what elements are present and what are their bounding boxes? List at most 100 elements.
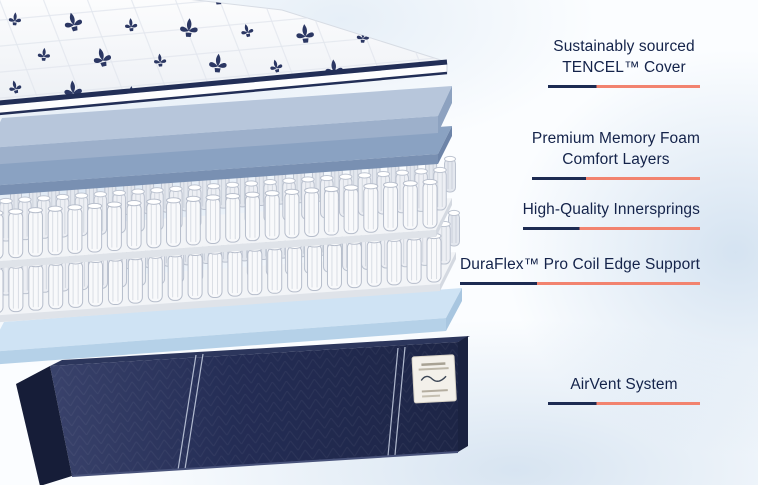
innerspring-coil — [227, 246, 243, 297]
innerspring-coil — [87, 202, 103, 253]
coil-top — [126, 200, 142, 207]
fleur-motif — [269, 0, 282, 5]
innerspring-coil — [304, 187, 320, 237]
coil-top — [18, 196, 32, 203]
innerspring-coil — [126, 200, 142, 250]
fleur-motif — [472, 35, 485, 49]
coil-top — [433, 166, 447, 174]
coil-body — [363, 185, 379, 233]
fleur-motif — [325, 0, 344, 11]
coil-body — [346, 241, 362, 289]
coil-top — [383, 181, 399, 188]
coil-top — [166, 197, 182, 204]
coil-body — [107, 258, 123, 306]
coil-top — [146, 198, 162, 205]
coil-top — [47, 205, 63, 212]
innerspring-coil — [127, 254, 143, 304]
callout-innersprings: High-Quality Innersprings — [522, 199, 700, 230]
innerspring-coil — [167, 251, 183, 301]
base-bottom-piping — [71, 451, 459, 477]
fleur-motif — [64, 12, 83, 32]
brand-tag-signature — [420, 375, 447, 382]
brand-tag-text-line — [418, 367, 449, 371]
coil-body — [88, 259, 104, 307]
coil-top — [187, 184, 202, 191]
innerspring-coil — [307, 241, 323, 291]
fleur-motif-path — [37, 47, 50, 61]
callout-text-line: DuraFlex™ Pro Coil Edge Support — [459, 256, 700, 273]
coil-body — [307, 243, 323, 291]
coil-body — [185, 198, 201, 246]
callout-duraflex-edge-support: DuraFlex™ Pro Coil Edge Support — [459, 254, 700, 285]
innerspring-coil — [386, 235, 402, 286]
base-seam — [387, 347, 399, 457]
fleur-motif-path — [154, 53, 167, 67]
coil-body — [47, 208, 63, 256]
innerspring-coil — [27, 207, 43, 257]
coil-top — [301, 176, 315, 183]
innerspring-coil — [284, 188, 300, 239]
coil-top — [284, 188, 300, 195]
coil-body — [68, 260, 84, 308]
comfort-slab-top — [0, 126, 452, 186]
base-seam — [177, 354, 197, 471]
coil-top — [93, 191, 108, 198]
coil-top — [422, 178, 438, 186]
innerspring-coil — [0, 264, 4, 313]
coil-top — [205, 194, 221, 201]
base-seam — [184, 353, 204, 470]
fleur-motif-path — [386, 0, 399, 11]
fleur-motif-path — [412, 30, 431, 49]
coil-body — [366, 239, 382, 287]
fleur-motif — [209, 53, 227, 73]
comfort-slab-front — [0, 154, 438, 196]
fleur-motif-path — [296, 24, 314, 43]
coil-body — [287, 245, 303, 293]
innerspring-coil — [264, 190, 280, 240]
callout-text-line: Sustainably sourced — [553, 38, 695, 55]
coil-body — [267, 246, 283, 294]
coil-top — [264, 190, 280, 197]
coil-body — [284, 191, 300, 239]
coil-body — [207, 251, 223, 298]
coil-top — [263, 179, 277, 186]
base-seam — [394, 346, 406, 456]
callout-airvent-system: AirVent System — [548, 374, 700, 405]
innerspring-coil — [363, 183, 379, 233]
coil-top — [338, 173, 353, 180]
springs-b-board-front — [0, 284, 440, 323]
innerspring-coil — [444, 155, 456, 193]
coil-top — [376, 170, 391, 178]
coil-top — [320, 174, 334, 182]
innerspring-coil — [406, 234, 422, 284]
innerspring-coil — [448, 209, 460, 247]
memory-foam-front — [0, 116, 438, 165]
innerspring-coil — [8, 262, 24, 313]
fleur-motif — [472, 103, 485, 117]
innerspring-coil — [402, 180, 418, 230]
coil-body — [28, 263, 44, 311]
fleur-motif — [180, 18, 198, 38]
callout-rule — [548, 402, 700, 405]
fleur-motif — [386, 0, 399, 11]
coil-top — [244, 191, 260, 198]
coil-body — [225, 195, 241, 243]
coil-body — [326, 242, 342, 290]
coil-body — [8, 265, 24, 313]
coil-top — [106, 201, 122, 208]
coil-body — [205, 197, 221, 244]
innerspring-coil — [244, 191, 260, 242]
innerspring-coil — [107, 255, 123, 306]
coil-top — [225, 181, 240, 188]
fleur-motif — [270, 59, 283, 73]
innerspring-coil — [343, 184, 359, 235]
fleur-motif-path — [472, 103, 485, 117]
fleur-motif-path — [441, 0, 447, 17]
fleur-motif-path — [9, 80, 22, 94]
coil-body — [247, 248, 263, 296]
callout-text-line: TENCEL™ Cover — [562, 59, 686, 76]
coil-top — [448, 209, 460, 217]
fleur-motif-path — [270, 59, 283, 73]
coil-body — [383, 184, 399, 232]
